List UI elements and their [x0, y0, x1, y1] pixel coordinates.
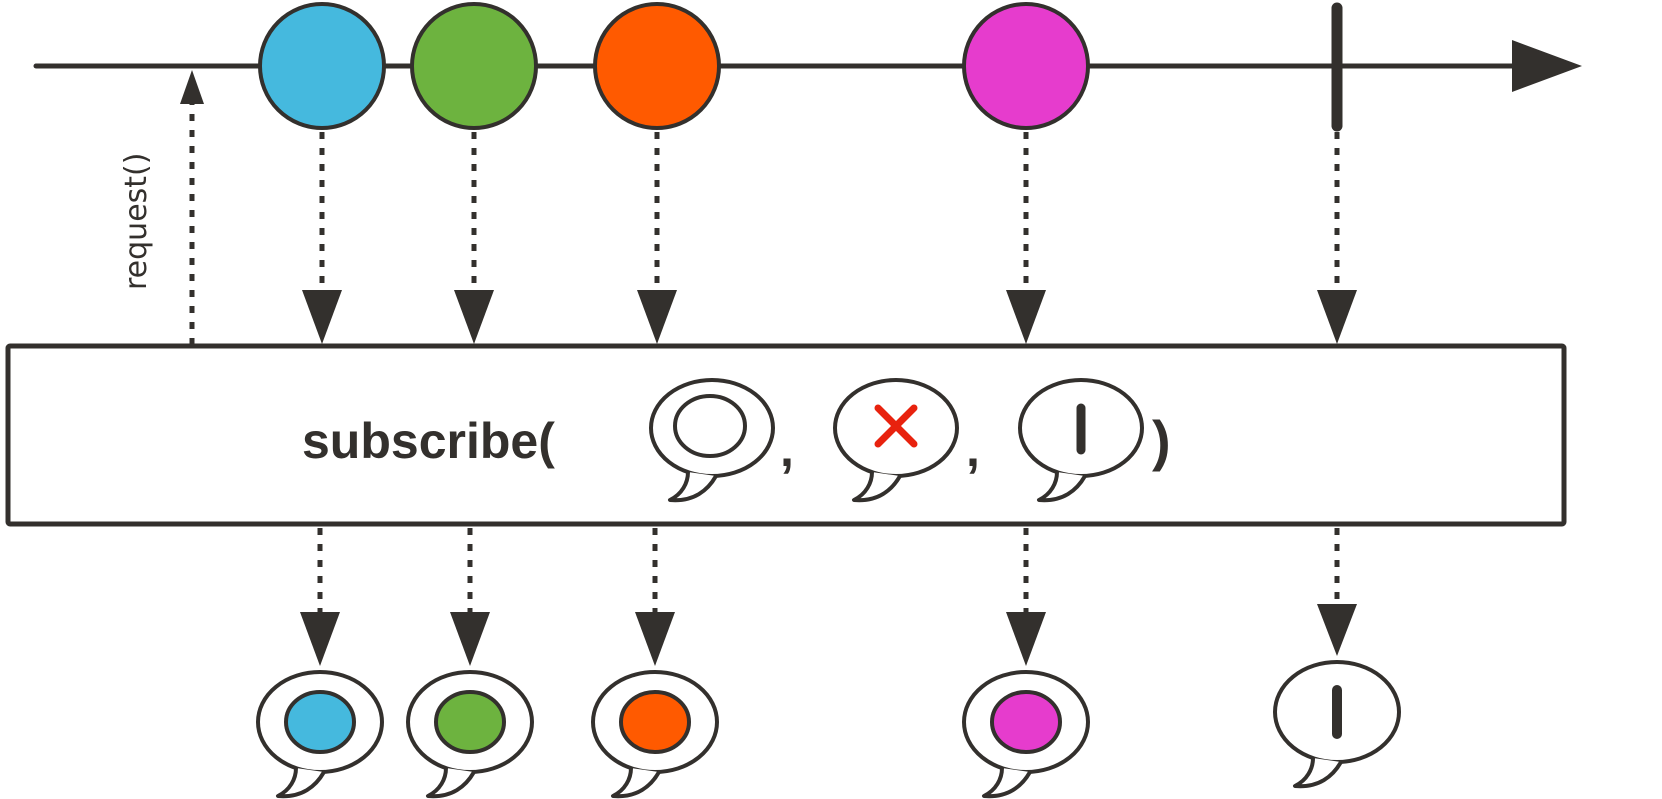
output-value-marble [284, 690, 356, 754]
onnext-callback-icon [649, 378, 775, 503]
arrow-to-output-5 [1317, 528, 1357, 656]
request-arrowhead-icon [180, 70, 204, 104]
output-value-marble [990, 690, 1062, 754]
arrowhead-icon [302, 290, 342, 344]
onnext-output-bubble-icon [591, 670, 719, 799]
separator-1: , [780, 421, 794, 477]
arrow-to-operator-3 [637, 132, 677, 344]
arrow-to-output-2 [450, 528, 490, 666]
arrow-to-operator-5 [1317, 132, 1357, 344]
arrow-to-output-3 [635, 528, 675, 666]
separator-2: , [966, 421, 980, 477]
arrow-to-operator-4 [1006, 132, 1046, 344]
output-signals [256, 660, 1401, 799]
request-label: request() [119, 153, 154, 290]
error-x-icon [874, 404, 918, 448]
request-arrow [180, 70, 204, 345]
arrows-to-output [300, 528, 1357, 666]
arrowhead-icon [637, 290, 677, 344]
operator-label: subscribe( [302, 413, 555, 469]
arrows-to-operator [302, 132, 1357, 344]
source-marbles [258, 2, 1343, 132]
source-marble-3 [593, 2, 721, 130]
oncomplete-callback-icon [1018, 378, 1144, 503]
onerror-callback-icon [833, 378, 959, 503]
onnext-output-bubble-icon [256, 670, 384, 799]
operator-close-paren: ) [1152, 409, 1171, 472]
source-marble-4 [962, 2, 1090, 130]
arrowhead-icon [1006, 612, 1046, 666]
arrowhead-icon [1317, 290, 1357, 344]
arrow-to-operator-1 [302, 132, 342, 344]
output-value-marble [434, 690, 506, 754]
arrowhead-icon [454, 290, 494, 344]
arrowhead-icon [1006, 290, 1046, 344]
arrowhead-icon [1317, 604, 1357, 656]
arrow-to-operator-2 [454, 132, 494, 344]
source-marble-2 [410, 2, 538, 130]
arrowhead-icon [300, 612, 340, 666]
timeline-arrowhead-icon [1512, 40, 1582, 92]
arrow-to-output-4 [1006, 528, 1046, 666]
onnext-output-bubble-icon [962, 670, 1090, 799]
operator-box: subscribe( , , ) [5, 343, 1567, 527]
output-value-marble [619, 690, 691, 754]
source-marble-1 [258, 2, 386, 130]
arrow-to-output-1 [300, 528, 340, 666]
oncomplete-output-bubble-icon [1273, 660, 1401, 789]
arrowhead-icon [450, 612, 490, 666]
arrowhead-icon [635, 612, 675, 666]
onnext-output-bubble-icon [406, 670, 534, 799]
